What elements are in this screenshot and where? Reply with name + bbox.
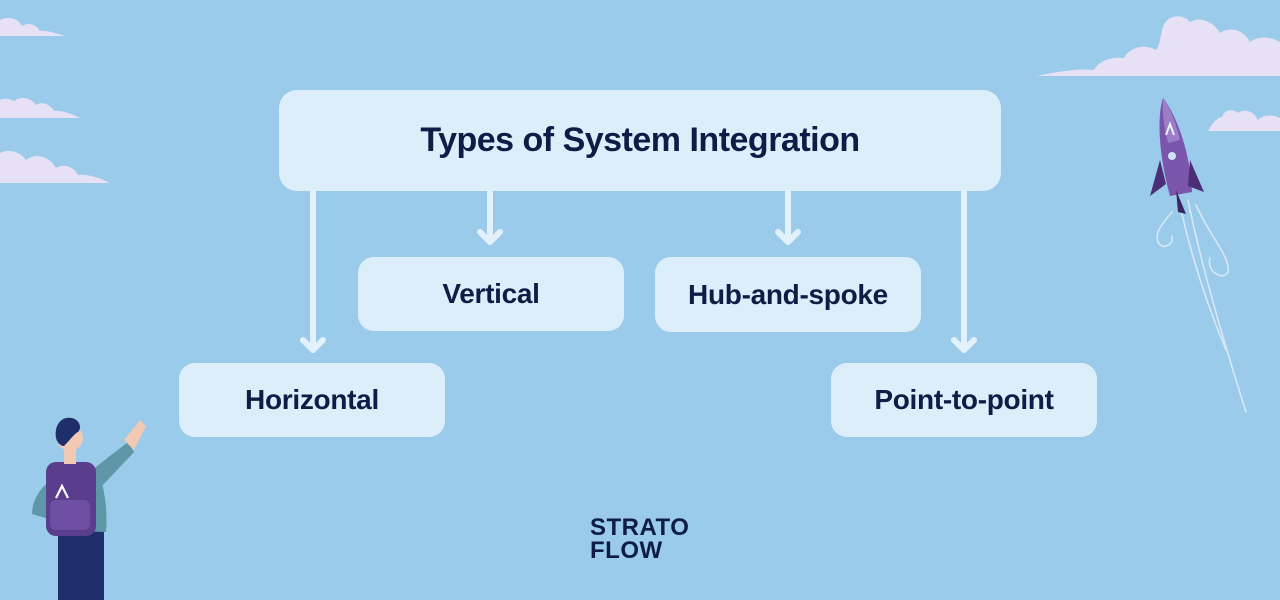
person-illustration — [32, 417, 146, 600]
cloud-icon — [0, 18, 65, 36]
diagram-title-box: Types of System Integration — [279, 90, 1001, 191]
cloud-icon — [1036, 16, 1280, 76]
stratoflow-logo: STRATO FLOW — [590, 514, 700, 564]
cloud-icon — [0, 97, 80, 118]
logo-line-1: STRATO — [590, 514, 690, 541]
rocket-icon — [1150, 98, 1204, 214]
node-vertical-label: Vertical — [442, 278, 540, 309]
cloud-icon — [1208, 110, 1280, 131]
node-horizontal-label: Horizontal — [245, 384, 379, 415]
logo-line-2: FLOW — [590, 537, 663, 564]
node-vertical: Vertical — [358, 257, 624, 331]
cloud-icon — [0, 151, 110, 183]
node-point-to-point: Point-to-point — [831, 363, 1097, 437]
node-horizontal: Horizontal — [179, 363, 445, 437]
node-hub-and-spoke-label: Hub-and-spoke — [688, 278, 888, 310]
rocket-trail — [1156, 199, 1247, 413]
diagram-title: Types of System Integration — [420, 121, 860, 159]
node-hub-and-spoke: Hub-and-spoke — [655, 257, 921, 332]
node-point-to-point-label: Point-to-point — [874, 384, 1054, 415]
